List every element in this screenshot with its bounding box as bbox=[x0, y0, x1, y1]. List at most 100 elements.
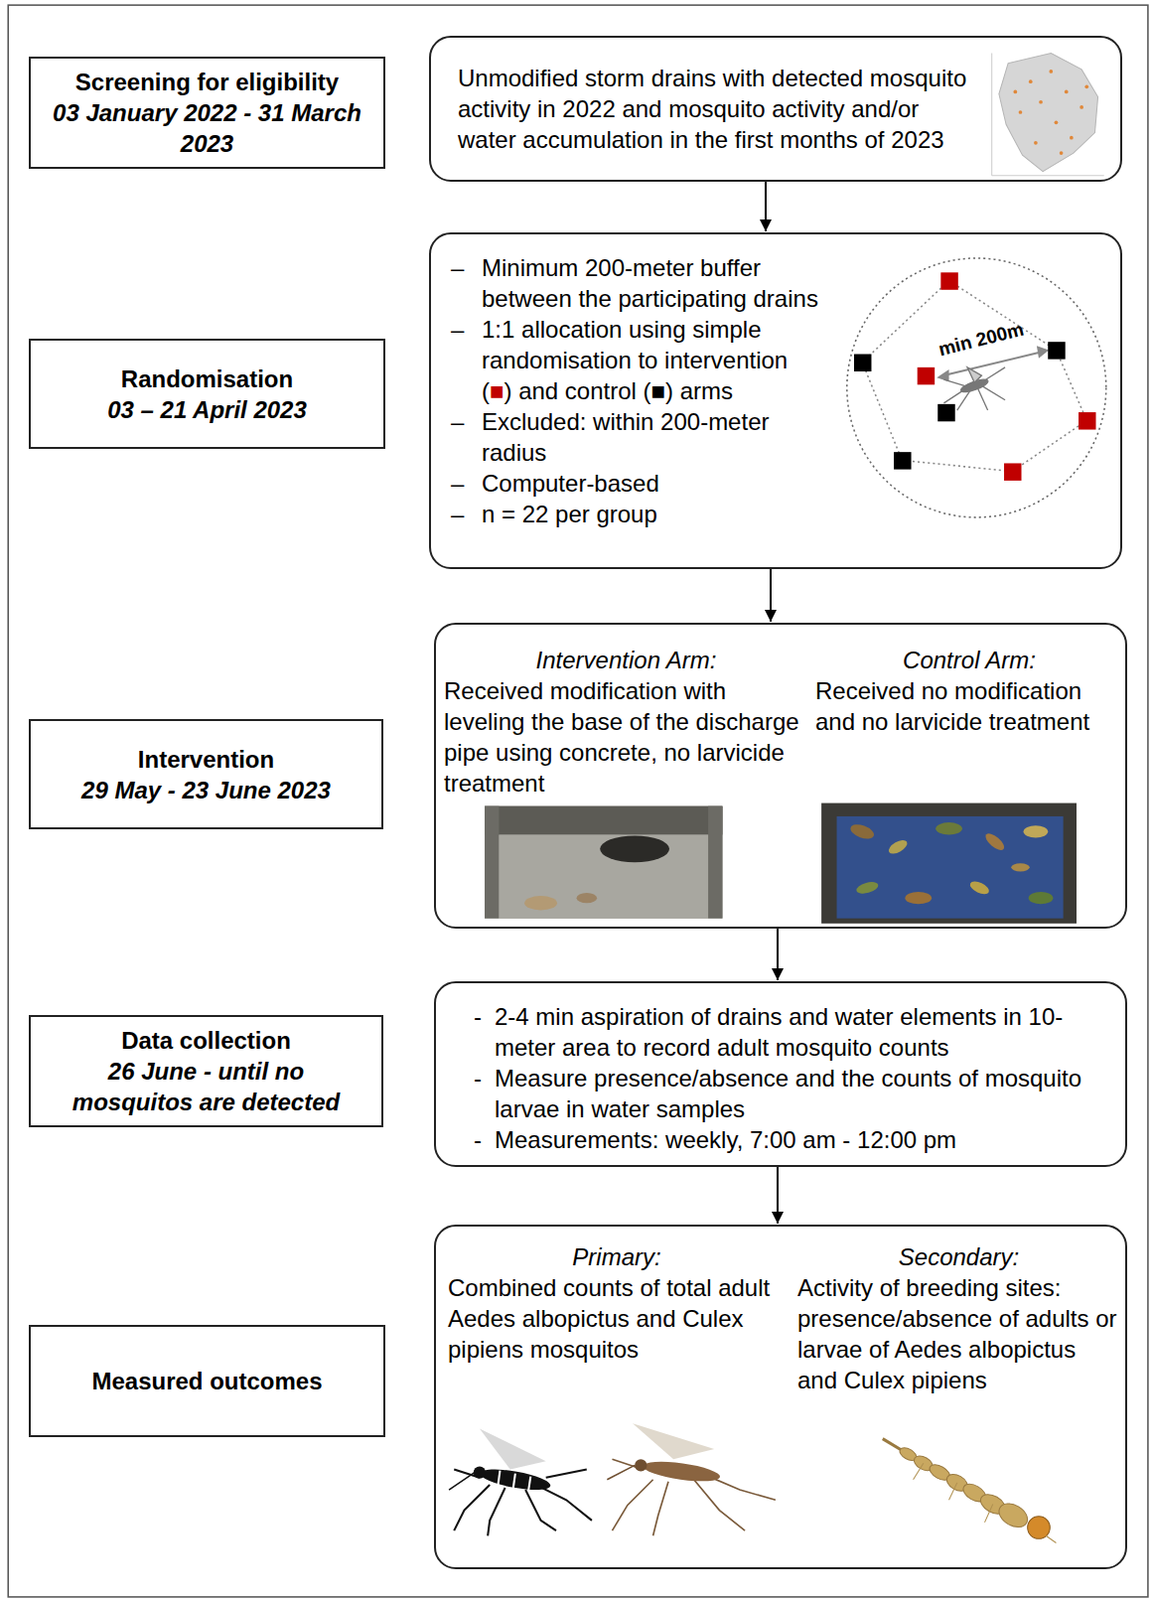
illustration-part bbox=[1047, 341, 1065, 359]
illustration-part bbox=[513, 1473, 516, 1488]
arm-square: ■ bbox=[651, 377, 667, 405]
control-photo bbox=[821, 803, 1077, 924]
bullet-item: - Measure presence/absence and the count… bbox=[473, 1062, 1106, 1125]
arm-heading: Intervention Arm: bbox=[443, 644, 809, 676]
illustration-part bbox=[606, 1464, 635, 1479]
illustration-part bbox=[546, 1468, 587, 1477]
illustration-part bbox=[886, 837, 910, 857]
illustration-part bbox=[917, 367, 935, 385]
arm-square: ■ bbox=[489, 377, 505, 405]
stage-title: Screening for eligibility bbox=[75, 66, 339, 98]
arm-heading: Primary: bbox=[447, 1241, 786, 1273]
illustration-part bbox=[992, 174, 1105, 176]
illustration-part bbox=[484, 806, 722, 919]
flow-arrow bbox=[776, 928, 779, 981]
illustration-part bbox=[949, 1482, 958, 1500]
illustration-part bbox=[453, 1484, 490, 1531]
arm-body: Received no modification and no larvicid… bbox=[815, 675, 1124, 737]
bullet-dash: - bbox=[473, 1124, 495, 1155]
illustration-part bbox=[497, 1470, 500, 1486]
bullet-item: - Measurements: weekly, 7:00 am - 12:00 … bbox=[473, 1124, 1106, 1155]
arm-column: Primary:Combined counts of total adult A… bbox=[447, 1241, 786, 1365]
illustration-part bbox=[1033, 141, 1038, 145]
illustration-part bbox=[983, 830, 1008, 853]
stage-dates: 03 – 21 April 2023 bbox=[107, 394, 307, 426]
illustration-part bbox=[1069, 136, 1074, 141]
illustration-part bbox=[985, 1503, 994, 1522]
bullet-item: – Computer-based bbox=[450, 467, 824, 499]
illustration-part bbox=[632, 1423, 715, 1459]
illustration-part bbox=[862, 281, 1087, 472]
illustration-part bbox=[1028, 79, 1033, 84]
illustration-part bbox=[634, 1458, 647, 1471]
box-text: Unmodified storm drains with detected mo… bbox=[457, 62, 983, 155]
bullet-item: - 2-4 min aspiration of drains and water… bbox=[473, 1001, 1106, 1063]
arm-column: Control Arm:Received no modification and… bbox=[815, 644, 1124, 737]
illustration-part bbox=[913, 1462, 1057, 1543]
illustration-part bbox=[935, 822, 963, 835]
illustration-part bbox=[694, 1479, 745, 1531]
illustration-part bbox=[957, 388, 972, 411]
stage-dates: 03 January 2022 - 31 March 2023 bbox=[44, 97, 370, 159]
illustration-part bbox=[995, 1498, 1032, 1532]
stage-label-box: Screening for eligibility03 January 2022… bbox=[28, 56, 386, 169]
arm-body: Combined counts of total adult Aedes alb… bbox=[447, 1272, 786, 1365]
illustration-part bbox=[487, 1487, 505, 1536]
illustration-part bbox=[1064, 90, 1069, 95]
illustration-part bbox=[525, 1489, 557, 1531]
stage-label-box: Measured outcomes bbox=[28, 1324, 386, 1438]
stage-dates: 26 June - until no mosquitos are detecte… bbox=[44, 1055, 368, 1118]
bullet-dash: – bbox=[450, 498, 482, 530]
illustration-part bbox=[849, 821, 876, 842]
distance-label: min 200m bbox=[934, 317, 1028, 362]
illustration-part bbox=[478, 1464, 553, 1494]
bullet-item: – 1:1 allocation using simple randomisat… bbox=[450, 313, 824, 407]
illustration-part bbox=[576, 892, 598, 903]
illustration-part bbox=[937, 404, 955, 422]
illustration-part bbox=[653, 1481, 669, 1536]
illustration-part bbox=[936, 369, 949, 382]
illustration-part bbox=[855, 879, 879, 896]
illustration-part bbox=[1054, 120, 1059, 125]
illustration-part bbox=[1004, 462, 1021, 480]
illustration-part bbox=[913, 1462, 924, 1479]
illustration-part bbox=[599, 835, 670, 863]
illustration-part bbox=[484, 806, 499, 919]
illustration-part bbox=[977, 387, 988, 411]
stage-title: Measured outcomes bbox=[91, 1365, 322, 1397]
content-box: Intervention Arm:Received modification w… bbox=[433, 622, 1128, 929]
flow-arrow bbox=[764, 181, 767, 232]
illustration-part bbox=[479, 1428, 547, 1469]
bullet-item: – Excluded: within 200-meter radius bbox=[450, 406, 824, 468]
illustration-part bbox=[1010, 863, 1029, 871]
illustration-part bbox=[1079, 105, 1084, 110]
mosquito-sketch bbox=[943, 367, 1006, 411]
illustration-part bbox=[484, 806, 722, 836]
illustration-part bbox=[1045, 1535, 1056, 1543]
illustration-part bbox=[535, 1484, 592, 1521]
illustration-part bbox=[1078, 412, 1096, 430]
illustration-part bbox=[821, 803, 1077, 924]
bullet-dash: – bbox=[450, 313, 482, 345]
illustration-part bbox=[968, 878, 992, 897]
bullet-dash: - bbox=[473, 1001, 495, 1032]
stage-dates: 29 May - 23 June 2023 bbox=[81, 774, 331, 806]
illustration-part bbox=[1018, 110, 1023, 115]
illustration-part bbox=[1028, 891, 1054, 904]
stage-title: Data collection bbox=[121, 1024, 291, 1056]
illustration-part bbox=[854, 354, 871, 372]
illustration-part bbox=[1038, 100, 1043, 105]
bullet-dash: – bbox=[450, 467, 482, 499]
content-box: - 2-4 min aspiration of drains and water… bbox=[433, 981, 1128, 1167]
illustration-part bbox=[967, 367, 982, 383]
illustration-part bbox=[999, 52, 1099, 171]
stage-label-box: Randomisation03 – 21 April 2023 bbox=[28, 338, 386, 449]
content-box: Primary:Combined counts of total adult A… bbox=[433, 1224, 1128, 1570]
illustration-part bbox=[943, 379, 965, 386]
illustration-part bbox=[448, 1472, 475, 1490]
aedes-illustration bbox=[448, 1428, 592, 1536]
illustration-part bbox=[897, 1444, 1032, 1532]
illustration-part bbox=[847, 258, 1107, 518]
illustration-part bbox=[498, 834, 709, 918]
